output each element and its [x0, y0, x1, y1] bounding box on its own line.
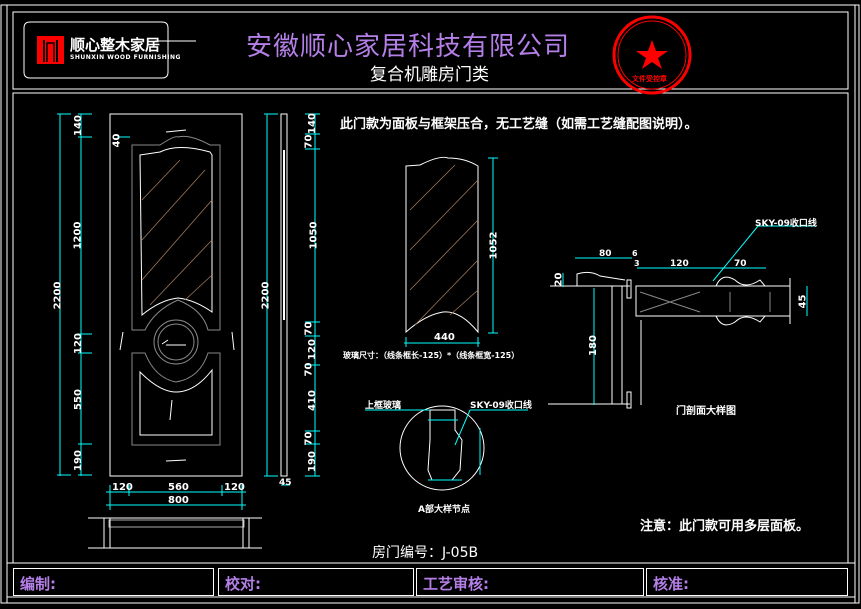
star-icon: [636, 40, 668, 69]
node-label-line: SKY-09收口线: [470, 401, 532, 411]
glass-panel-view: [405, 156, 479, 334]
dim-front-3: 550: [72, 389, 84, 410]
logo-name-cn: 顺心整木家居: [70, 36, 161, 54]
section-dimensions: [562, 225, 815, 405]
dim-side-5: 70: [303, 362, 315, 377]
footer-label-proofread: 校对:: [225, 575, 261, 593]
company-seal: [612, 15, 692, 95]
dim-side-0: 140: [306, 113, 318, 134]
dim-sec-120: 120: [670, 259, 689, 269]
glass-size-note: 玻璃尺寸：（线条框长-125）*（线条框宽-125）: [343, 351, 520, 360]
logo-name-en: SHUNXIN WOOD FURNISHING: [70, 54, 181, 61]
dim-glass-width: 440: [434, 332, 455, 343]
door-side-elevation: [280, 113, 288, 477]
side-dimensions: [264, 113, 320, 486]
footer-label-approve: 核准:: [653, 575, 689, 593]
dim-glass-height: 1052: [488, 231, 500, 260]
dim-width-total: 800: [168, 495, 189, 506]
dim-bottom-2: 120: [224, 482, 245, 493]
top-note: 此门款为面板与框架压合，无工艺缝（如需工艺缝配图说明）。: [340, 117, 698, 132]
footer-cell-process-review: 工艺审核:: [416, 568, 644, 596]
header-frame: [12, 11, 849, 90]
logo-frame: [23, 21, 169, 79]
footer-label-editor: 编制:: [20, 575, 56, 593]
dim-front-total: 2200: [52, 281, 64, 310]
outer-border: [0, 4, 860, 604]
drawing-subtitle: 复合机雕房门类: [370, 65, 489, 85]
footer-cell-proofread: 校对:: [218, 568, 414, 596]
dim-sec-6: 6: [632, 249, 638, 258]
dim-front-1: 1200: [72, 221, 84, 250]
section-leader-label: SKY-09收口线: [755, 219, 817, 229]
section-detail-drawing: [548, 271, 791, 409]
dim-side-3: 70: [303, 321, 315, 336]
dim-sec-20: 20: [553, 272, 565, 287]
bottom-note: 注意：此门款可用多层面板。: [640, 519, 810, 534]
door-front-elevation: [109, 113, 243, 477]
footer-cell-approve: 核准:: [646, 568, 848, 596]
dim-side-2: 1050: [308, 221, 320, 250]
dim-front-2: 120: [72, 333, 84, 354]
dim-sec-80: 80: [599, 249, 612, 259]
door-code: 房门编号：J-05B: [372, 545, 479, 561]
dim-bottom-0: 120: [112, 482, 133, 493]
section-title: 门剖面大样图: [676, 406, 736, 417]
node-label-glass: 上框玻璃: [365, 401, 402, 411]
dim-sec-3: 3: [634, 259, 640, 268]
dim-sec-70: 70: [734, 259, 747, 269]
company-name: 安徽顺心家居科技有限公司: [246, 32, 571, 62]
door-plan-section: [88, 517, 262, 549]
node-detail-drawing: [365, 405, 528, 491]
seal-bottom-text: 文件受控章: [632, 75, 667, 83]
dim-front-0: 140: [72, 115, 84, 136]
logo-mark: [37, 36, 64, 64]
dim-side-4: 120: [306, 339, 318, 360]
glass-dimensions: [404, 157, 498, 347]
dim-front-4: 190: [72, 450, 84, 471]
front-dimensions: [57, 113, 246, 510]
dim-side-total: 2200: [260, 281, 272, 310]
dim-side-6: 410: [306, 390, 318, 411]
footer-cell-editor: 编制:: [13, 568, 214, 596]
footer-label-process-review: 工艺审核:: [423, 575, 489, 593]
dim-sec-180: 180: [587, 335, 599, 356]
dim-sec-45: 45: [797, 294, 809, 309]
node-title: A部大样节点: [418, 505, 470, 515]
dim-side-thickness: 45: [279, 478, 292, 488]
dim-bottom-1: 560: [168, 482, 189, 493]
dim-side-1: 70: [303, 134, 315, 149]
dim-side-7: 70: [303, 431, 315, 446]
dim-side-8: 190: [306, 451, 318, 472]
dim-front-offset: 40: [111, 133, 123, 148]
